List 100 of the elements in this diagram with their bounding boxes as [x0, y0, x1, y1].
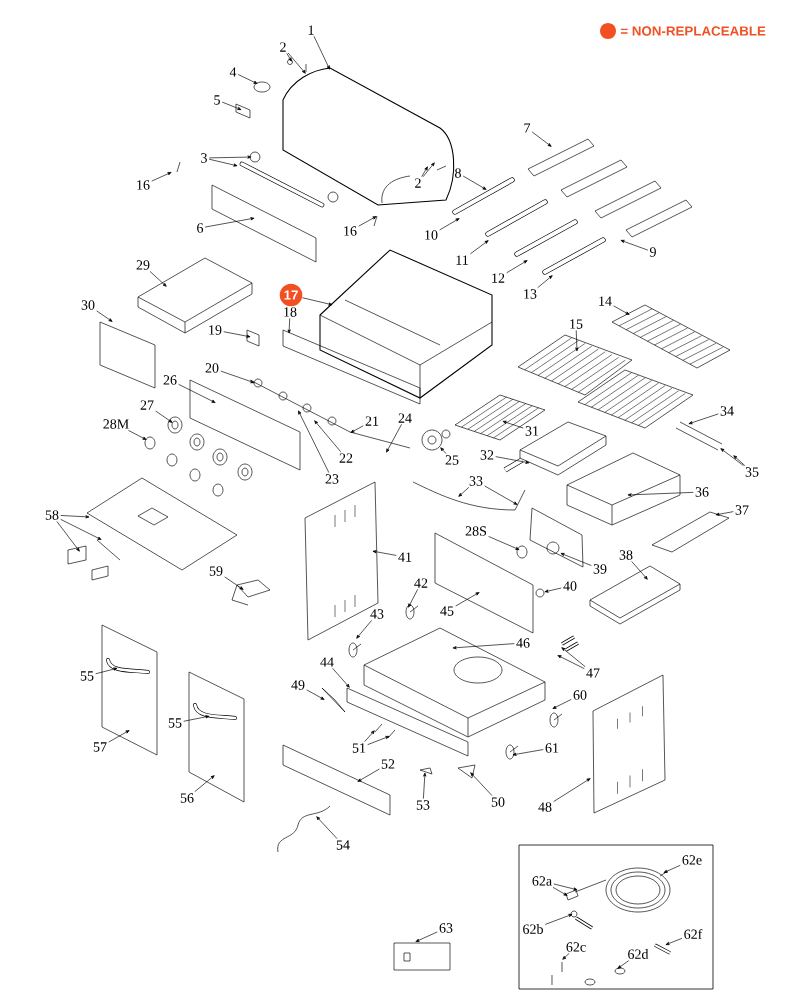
leader-line: [183, 715, 210, 722]
leader-line: [561, 647, 586, 668]
callout-number: 8: [455, 168, 461, 178]
callout-number: 62f: [684, 929, 703, 939]
callout-number: 47: [586, 668, 600, 678]
callout-number: 37: [735, 505, 749, 515]
leader-line: [506, 260, 528, 274]
callout-number: 40: [563, 581, 577, 591]
leader-line: [208, 158, 238, 167]
callout-number: 18: [284, 307, 297, 317]
leader-line: [688, 413, 719, 425]
leader-line: [194, 775, 215, 792]
callout-number: 16: [137, 180, 150, 190]
leader-line: [484, 485, 518, 505]
leader-line: [715, 511, 734, 516]
callout-number: 11: [456, 255, 468, 265]
callout-number: 56: [180, 793, 194, 803]
leader-line: [128, 430, 147, 440]
callout-number: 15: [570, 319, 583, 329]
leader-line: [332, 667, 350, 688]
callout-number: 30: [81, 300, 95, 310]
leader-line: [155, 410, 173, 423]
leader-line: [537, 275, 553, 288]
leader-line: [544, 587, 562, 593]
leader-line: [358, 216, 377, 227]
callout-number: 34: [720, 406, 734, 416]
callout-number: 10: [425, 230, 438, 240]
leader-line: [149, 271, 167, 287]
leader-line: [287, 318, 291, 334]
callout-number: 36: [695, 487, 709, 497]
leader-line: [95, 667, 118, 675]
callout-number: 7: [524, 123, 531, 133]
leader-line: [627, 492, 694, 497]
callout-number: 31: [525, 426, 539, 436]
callout-number: 26: [163, 375, 177, 385]
leader-line: [96, 310, 113, 322]
callout-number: 60: [573, 690, 587, 700]
callout-number: 58: [45, 510, 59, 520]
leader-line: [553, 883, 578, 891]
leader-line: [613, 305, 630, 315]
callout-number: 27: [140, 400, 154, 410]
callout-number: 62c: [566, 942, 586, 952]
leader-line: [415, 931, 438, 942]
leader-line: [455, 592, 480, 607]
callout-number: 1: [308, 25, 314, 35]
callout-number: 48: [538, 802, 552, 812]
leader-line: [665, 938, 683, 945]
callout-number: 53: [416, 800, 430, 810]
leader-line: [350, 425, 364, 433]
leader-line: [286, 52, 292, 62]
leader-line: [470, 772, 493, 796]
callout-number: 55: [168, 718, 182, 728]
callout-number: 55: [80, 671, 94, 681]
leader-line: [575, 330, 579, 352]
callout-number: 28M: [103, 419, 129, 429]
callout-number: 21: [365, 416, 379, 426]
leader-line: [372, 550, 397, 556]
callout-number: 23: [325, 474, 339, 484]
callout-number: 5: [214, 95, 220, 105]
callout-number: 51: [352, 743, 366, 753]
leader-line: [512, 749, 544, 756]
callout-number: 19: [209, 325, 222, 335]
callout-number: 25: [445, 455, 459, 465]
leader-line: [733, 455, 746, 466]
callout-number: 2: [280, 42, 286, 52]
leader-line: [663, 864, 681, 873]
callout-number: 62d: [628, 949, 649, 959]
leader-line: [220, 370, 255, 384]
callout-number: 4: [229, 67, 237, 77]
leader-line: [224, 576, 244, 590]
callout-number: 62b: [523, 924, 543, 934]
callout-number: 61: [545, 743, 559, 753]
callout-number: 63: [439, 923, 453, 933]
callout-number: 28S: [465, 526, 487, 536]
legend-text: = NON-REPLACEABLE: [620, 26, 766, 36]
leader-line: [488, 536, 520, 550]
leader-line: [298, 410, 330, 473]
callout-number: 50: [491, 797, 505, 807]
callout-number: 62a: [532, 876, 552, 886]
leader-line: [306, 689, 325, 700]
leader-line: [204, 217, 255, 228]
leader-line: [313, 35, 330, 70]
leader-line: [502, 420, 524, 429]
callout-number: 41: [398, 552, 412, 562]
leader-line: [560, 553, 592, 566]
leader-line: [423, 772, 427, 799]
leader-line: [440, 447, 447, 454]
leader-line: [386, 423, 402, 453]
callout-number: 52: [381, 759, 395, 769]
leader-line: [531, 131, 552, 147]
leader-line: [314, 420, 342, 453]
leader-line: [422, 162, 435, 178]
leader-line: [452, 643, 515, 650]
callout-number: 3: [201, 153, 207, 163]
leader-line: [495, 456, 530, 464]
callout-number: 57: [93, 742, 107, 752]
callout-number: 9: [649, 247, 656, 257]
leader-line: [356, 620, 372, 639]
leader-line: [108, 730, 130, 743]
leader-line: [553, 778, 591, 802]
